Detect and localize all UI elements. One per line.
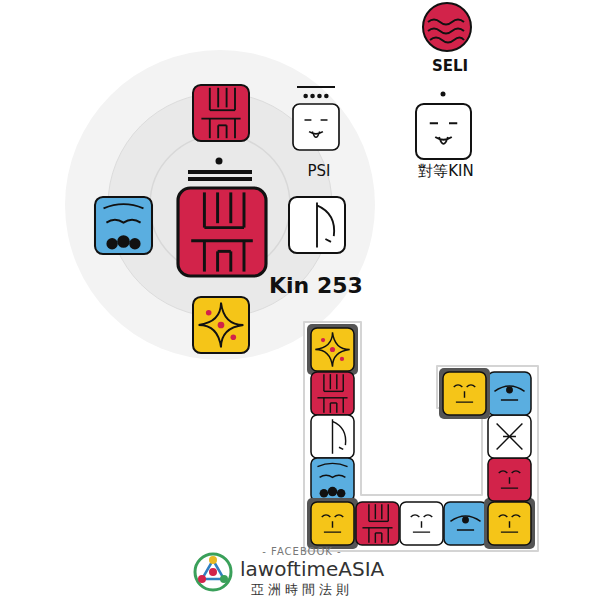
brand-label: 亞洲時間法則 <box>251 581 353 599</box>
tone-bar <box>188 170 252 174</box>
seal-caption-node: 對等KIN <box>411 160 481 183</box>
seal-glyph <box>311 502 354 545</box>
tone-dot <box>216 158 223 165</box>
wavespell-outline <box>304 322 538 551</box>
seal-glyph <box>311 328 354 371</box>
seal-glyph <box>443 372 486 415</box>
seal-glyph <box>193 297 249 353</box>
seal-glyph <box>444 502 487 545</box>
seal-glyph <box>356 502 399 545</box>
seal-glyph <box>488 458 531 501</box>
outer-ring <box>65 50 375 360</box>
tone-dot <box>310 94 315 99</box>
seal-glyph <box>311 458 354 501</box>
seli-waves <box>428 20 464 43</box>
seal-caption-node: SELI <box>425 55 476 77</box>
seal-caption-node: PSI <box>301 160 338 182</box>
seal-glyph <box>311 415 354 458</box>
portal-frame <box>439 368 490 419</box>
portal-frame <box>307 324 358 375</box>
brand-label: lawoftimeASIA <box>240 557 384 581</box>
seal-caption: PSI <box>304 162 335 180</box>
portal-frame <box>307 498 358 549</box>
tone-bar <box>297 86 335 88</box>
seal-glyph <box>400 502 443 545</box>
seal-glyph <box>293 104 339 150</box>
logo-mark <box>195 554 231 590</box>
seal-glyph <box>193 85 249 141</box>
tone-dot <box>303 94 308 99</box>
tone-dot <box>317 94 322 99</box>
seal-glyph <box>178 188 266 276</box>
seal-caption: 對等KIN <box>414 162 478 181</box>
seal-caption-node: Kin 253 <box>266 271 374 300</box>
seli-symbol <box>423 3 471 51</box>
seal-glyph <box>488 372 531 415</box>
seal-caption: Kin 253 <box>269 273 371 298</box>
tone-dot <box>441 92 446 97</box>
seal-glyph <box>488 415 531 458</box>
seal-glyph <box>488 502 531 545</box>
seal-glyph <box>289 197 345 253</box>
tone-dot <box>324 94 329 99</box>
portal-frame <box>484 498 535 549</box>
tone-bar <box>188 177 252 181</box>
core-ring <box>150 135 290 275</box>
brand-label: - FACEBOOK - <box>262 546 341 557</box>
seal-glyph <box>95 197 152 254</box>
seal-caption: SELI <box>428 57 473 75</box>
seal-glyph <box>311 372 354 415</box>
seal-glyph <box>416 104 471 159</box>
